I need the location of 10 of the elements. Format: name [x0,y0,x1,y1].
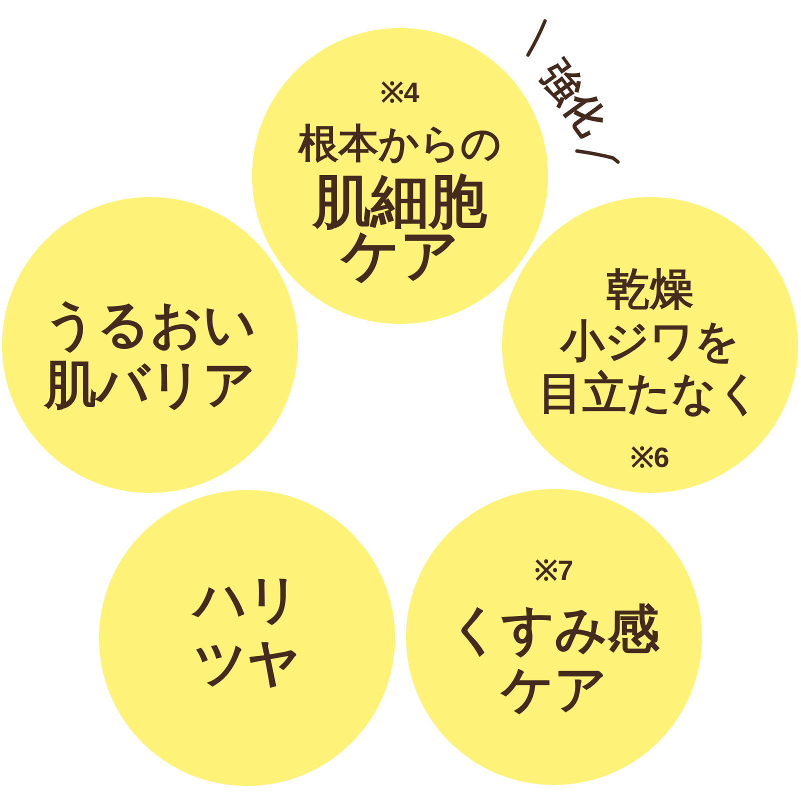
circle-label: 根本からの [298,122,502,166]
circle-label: 乾燥小ジワを目立たなく [538,264,762,420]
circle-heading: 肌細胞ケア [313,175,487,283]
circle-label: くすみ感ケア [448,600,660,720]
footnote-mark: ※6 [630,442,670,474]
footnote-mark: ※7 [534,554,574,586]
circle-label: うるおい肌バリア [44,295,256,415]
footnote-mark: ※4 [380,77,420,109]
circle-label: ハリツヤ [194,568,300,696]
emphasis-label: 強化 [533,54,613,142]
